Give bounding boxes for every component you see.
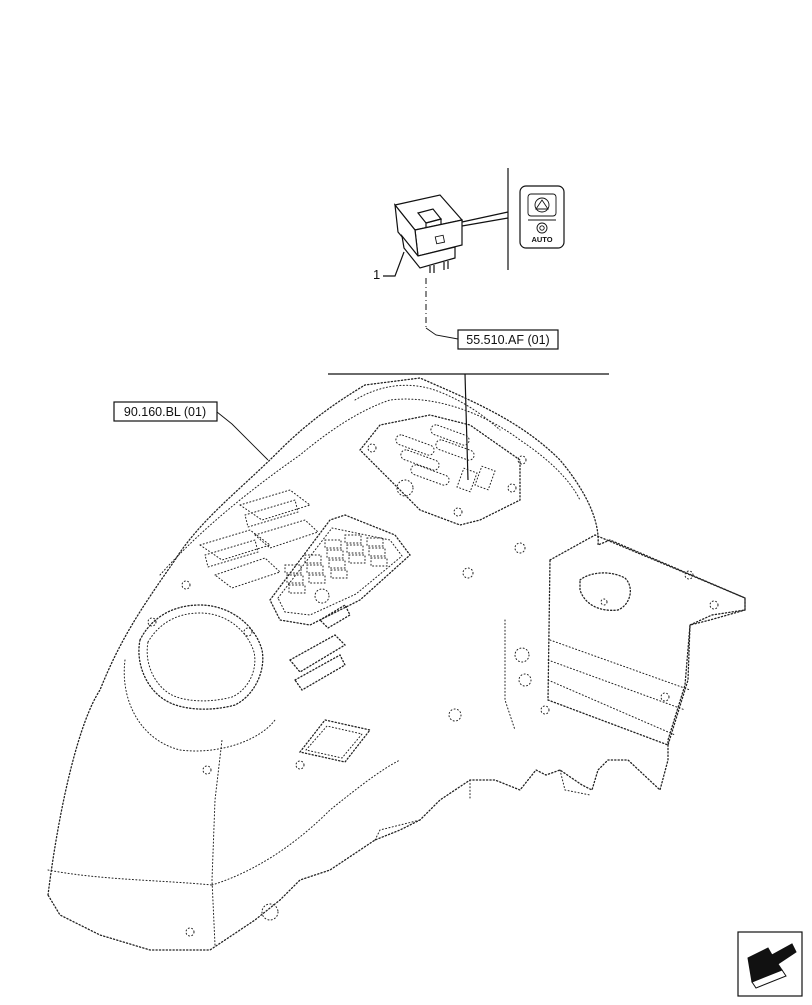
fender-assembly — [47, 377, 746, 951]
callout-ref-switch-text: 55.510.AF (01) — [466, 333, 549, 347]
attachment-icon — [527, 193, 557, 217]
callout-ref-fender-text: 90.160.BL (01) — [124, 405, 206, 419]
leader-line — [216, 411, 269, 461]
attachment-icon — [534, 197, 550, 213]
auto-mode-icon — [536, 222, 548, 234]
symbol-panel: AUTO — [519, 185, 565, 249]
item-number-label: 1 — [373, 267, 380, 282]
callout-ref-switch[interactable]: 55.510.AF (01) — [457, 329, 559, 350]
leader-line — [464, 373, 469, 481]
orientation-icon — [737, 931, 803, 997]
leader-line — [461, 217, 509, 227]
auto-label: AUTO — [531, 235, 552, 244]
rocker-switch — [393, 194, 464, 273]
leader-line — [461, 211, 509, 223]
leader-line — [383, 251, 405, 277]
callout-ref-fender[interactable]: 90.160.BL (01) — [113, 401, 218, 422]
leader-line — [425, 327, 459, 340]
